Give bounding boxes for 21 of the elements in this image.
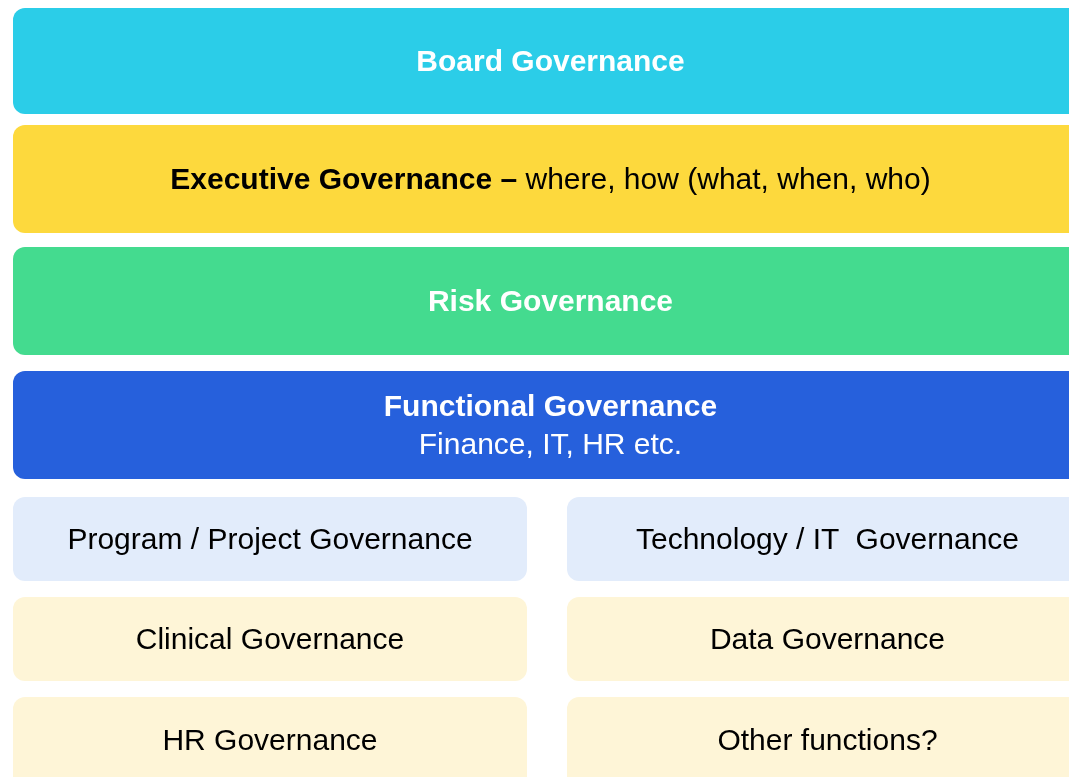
box-title: Other functions? (717, 722, 938, 758)
governance-box (13, 697, 527, 777)
box-title: Data Governance (709, 621, 946, 657)
box-title: Functional Governance (383, 388, 718, 424)
governance-band (13, 8, 1069, 114)
box-title: Board Governance (416, 43, 685, 79)
box-title: Clinical Governance (135, 621, 405, 657)
governance-box (567, 597, 1069, 681)
box-title: HR Governance (162, 722, 378, 758)
box-title: Executive Governance – where, how (what, when, who) (170, 161, 931, 197)
governance-box (13, 597, 527, 681)
governance-box (567, 697, 1069, 777)
governance-band (13, 371, 1069, 479)
box-subtitle: Finance, IT, HR etc. (418, 426, 683, 462)
box-title: Risk Governance (427, 283, 674, 319)
box-title: Program / Project Governance (67, 521, 473, 557)
governance-band (13, 247, 1069, 355)
governance-box (13, 497, 527, 581)
governance-band (13, 125, 1069, 233)
box-title: Technology / IT Governance (636, 521, 1019, 557)
governance-box (567, 497, 1069, 581)
